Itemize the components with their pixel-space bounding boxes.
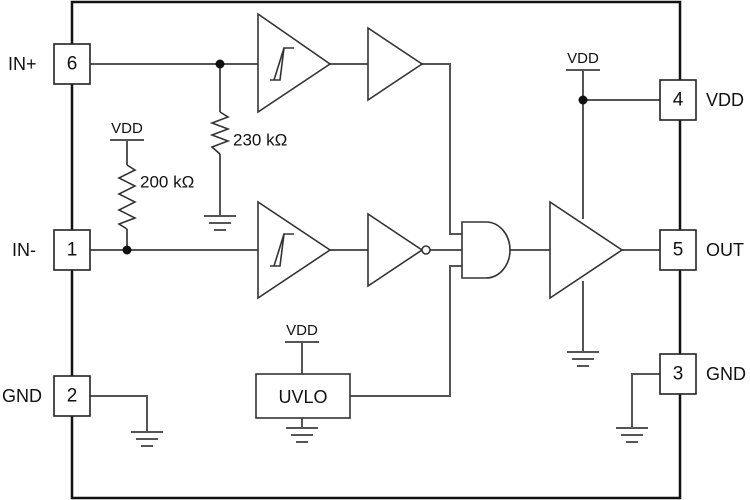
uvlo-label: UVLO <box>278 387 327 407</box>
wires <box>90 63 660 432</box>
pin-name: IN+ <box>8 54 37 74</box>
vdd-supply-driver: VDD <box>566 50 600 71</box>
ground-symbol <box>567 351 599 367</box>
pin-number: 3 <box>673 364 684 385</box>
comparator-in-minus <box>257 200 332 300</box>
pin-gnd-left: 2 GND <box>2 375 91 417</box>
junction-dot <box>215 59 225 69</box>
pin-name: GND <box>706 364 746 384</box>
pin-number: 6 <box>67 54 78 75</box>
pin-number: 2 <box>67 386 78 407</box>
vdd-label: VDD <box>286 322 318 339</box>
pin-out: 5 OUT <box>659 229 744 271</box>
pin-name: OUT <box>706 240 744 260</box>
vdd-supply-resistor: VDD <box>110 120 144 141</box>
vdd-label: VDD <box>567 50 599 67</box>
pin-vdd: 4 VDD <box>659 79 744 121</box>
resistor-value-pull-down: 230 kΩ <box>233 131 287 150</box>
junction-dot <box>578 95 588 105</box>
ground-symbol <box>286 427 318 443</box>
ground-symbol <box>204 215 236 231</box>
pin-number: 1 <box>67 240 78 261</box>
pull-down-resistor <box>209 111 231 155</box>
buffer <box>367 26 424 102</box>
pin-in-plus: 6 IN+ <box>8 43 91 85</box>
pin-gnd-right: 3 GND <box>659 353 746 395</box>
pin-in-minus: 1 IN- <box>12 229 91 271</box>
resistor-value-pull-up: 200 kΩ <box>140 173 194 192</box>
pin-name: IN- <box>12 240 36 260</box>
inverter <box>367 212 431 288</box>
comparator-in-plus <box>257 12 332 114</box>
pin-name: VDD <box>706 90 744 110</box>
vdd-supply-uvlo: VDD <box>285 322 319 343</box>
vdd-label: VDD <box>111 120 143 137</box>
and-gate <box>461 221 511 279</box>
junction-dot <box>122 245 132 255</box>
pin-number: 5 <box>673 240 684 261</box>
pin-name: GND <box>2 386 42 406</box>
pull-up-resistor <box>117 164 137 230</box>
ground-symbol <box>131 431 163 447</box>
output-driver <box>549 200 624 300</box>
ground-symbol <box>616 427 648 443</box>
pin-number: 4 <box>673 90 684 111</box>
uvlo-block: UVLO <box>255 373 351 419</box>
